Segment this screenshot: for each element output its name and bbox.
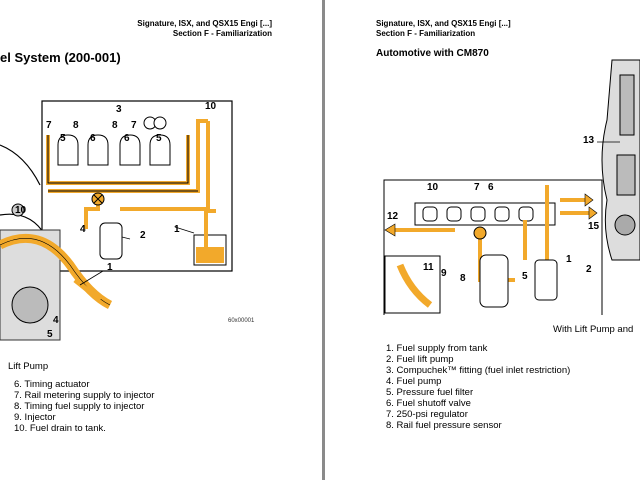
fuel-filter	[99, 222, 123, 260]
left-callout-3: 3	[116, 104, 122, 115]
schematic-frame	[41, 100, 233, 272]
right-header-section: Section F - Familiarization	[376, 29, 476, 38]
legend-item: 1. Fuel supply from tank	[386, 343, 488, 354]
left-header-section: Section F - Familiarization	[172, 29, 272, 38]
lift-pump-body	[534, 259, 558, 301]
left-callout-10b: 10	[15, 205, 27, 216]
injector-row	[57, 134, 171, 166]
engine-side-view	[601, 59, 640, 261]
left-callout-6b: 6	[124, 133, 130, 144]
right-page: Signature, ISX, and QSX15 Engi [...] Sec…	[325, 0, 640, 480]
lift-pump-caption: Lift Pump	[8, 361, 49, 372]
right-callout-7: 7	[474, 182, 480, 193]
right-caption: With Lift Pump and	[553, 324, 634, 335]
legend-item: 3. Compuchek™ fitting (fuel inlet restri…	[386, 365, 571, 376]
cm870-fuel-diagram	[383, 59, 640, 315]
left-header-title: Signature, ISX, and QSX15 Engi [...]	[137, 19, 272, 28]
injector-shape	[57, 134, 79, 166]
injector-shape	[87, 134, 109, 166]
right-header-title: Signature, ISX, and QSX15 Engi [...]	[376, 19, 511, 28]
fuel-system-diagram	[0, 100, 233, 341]
left-callout-1b: 1	[107, 262, 113, 273]
legend-item: 6. Fuel shutoff valve	[386, 398, 471, 409]
legend-item: 8. Rail fuel pressure sensor	[386, 420, 502, 431]
left-legend: 6. Timing actuator 7. Rail metering supp…	[14, 379, 154, 434]
injector-shape	[119, 134, 141, 166]
left-page: Signature, ISX, and QSX15 Engi [...] Sec…	[0, 19, 272, 434]
right-callout-13: 13	[583, 135, 595, 146]
schematic-frame	[383, 179, 603, 315]
left-callout-5b: 5	[156, 133, 162, 144]
rail-port	[494, 206, 510, 222]
left-callout-8a: 8	[73, 120, 79, 131]
left-callout-10: 10	[205, 101, 217, 112]
left-callout-7a: 7	[46, 120, 52, 131]
legend-item: 9. Injector	[14, 412, 56, 423]
right-callout-9: 9	[441, 268, 447, 279]
left-callout-5a: 5	[60, 133, 66, 144]
left-callout-4: 4	[80, 224, 86, 235]
right-legend: 1. Fuel supply from tank 2. Fuel lift pu…	[386, 343, 570, 431]
right-callout-12: 12	[387, 211, 399, 222]
legend-item: 2. Fuel lift pump	[386, 354, 454, 365]
left-callout-2: 2	[140, 230, 146, 241]
engine-illustration	[0, 144, 61, 341]
left-page-title: el System (200-001)	[0, 50, 121, 65]
legend-item: 5. Pressure fuel filter	[386, 387, 474, 398]
rail-port	[446, 206, 462, 222]
right-page-title: Automotive with CM870	[376, 48, 489, 59]
left-callout-5c: 5	[47, 329, 53, 340]
left-callout-6a: 6	[90, 133, 96, 144]
rail-port	[422, 206, 438, 222]
left-callout-1: 1	[174, 224, 180, 235]
right-callout-11: 11	[423, 262, 434, 273]
right-callout-2: 2	[586, 264, 592, 275]
flow-arrows	[384, 193, 598, 237]
right-callout-10: 10	[427, 182, 439, 193]
legend-item: 8. Timing fuel supply to injector	[14, 401, 145, 412]
right-callout-1: 1	[566, 254, 572, 265]
legend-item: 7. Rail metering supply to injector	[14, 390, 155, 401]
right-callout-8: 8	[460, 273, 466, 284]
right-callout-15: 15	[588, 221, 600, 232]
legend-item: 4. Fuel pump	[386, 376, 442, 387]
left-callout-4b: 4	[53, 315, 59, 326]
right-callout-6: 6	[488, 182, 494, 193]
rail-port	[518, 206, 534, 222]
legend-item: 10. Fuel drain to tank.	[14, 423, 106, 434]
pressure-filter	[479, 254, 509, 308]
legend-item: 7. 250-psi regulator	[386, 409, 468, 420]
injector-shape	[149, 134, 171, 166]
page-gutter	[322, 0, 325, 480]
shutoff-valve	[473, 226, 487, 240]
right-callout-5: 5	[522, 271, 528, 282]
figure-code: 60x00001	[228, 318, 255, 324]
rail-port	[470, 206, 486, 222]
left-callout-7b: 7	[131, 120, 137, 131]
legend-item: 6. Timing actuator	[14, 379, 90, 390]
left-callout-8b: 8	[112, 120, 118, 131]
